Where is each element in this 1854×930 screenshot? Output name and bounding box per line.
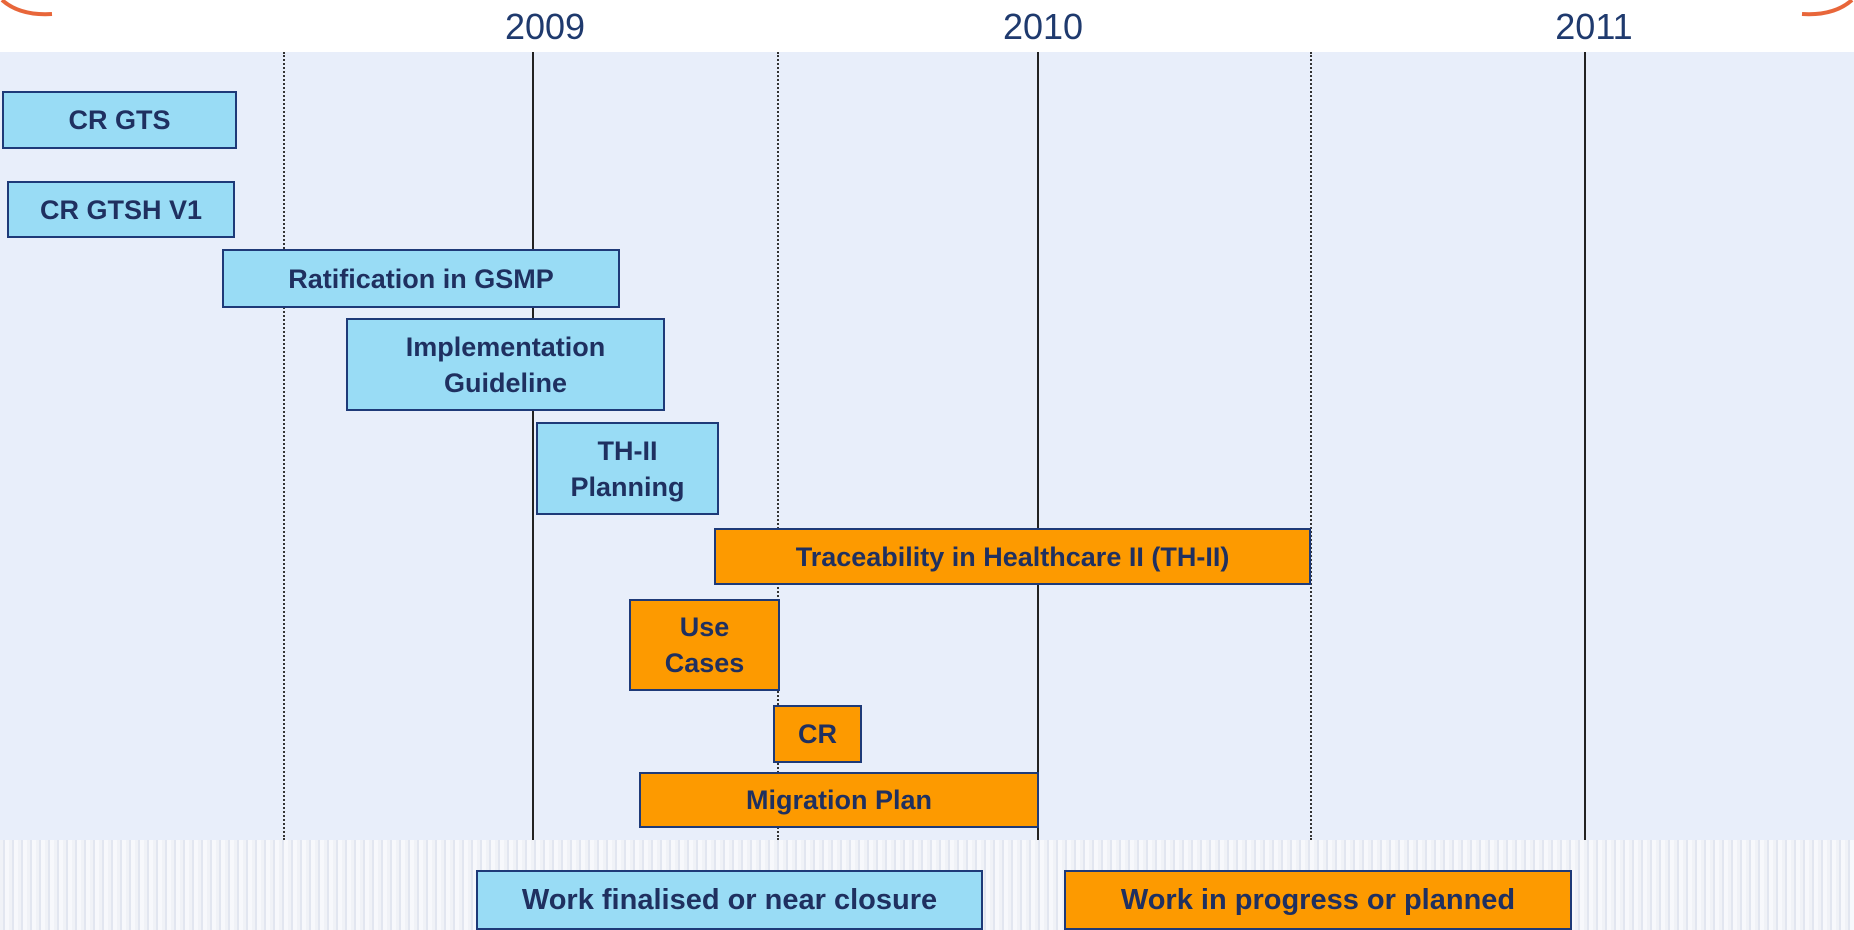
- task-implementation-guideline: Implementation Guideline: [346, 318, 665, 411]
- left-arrow-icon: [0, 0, 53, 17]
- task-cr-gts: CR GTS: [2, 91, 237, 149]
- task-use-cases: Use Cases: [629, 599, 780, 691]
- year-gridline-2011: [1584, 52, 1586, 840]
- task-ratification-in-gsmp: Ratification in GSMP: [222, 249, 620, 308]
- year-gridline-2010: [1037, 52, 1039, 840]
- legend-in-progress: Work in progress or planned: [1064, 870, 1572, 930]
- task-cr-gtsh-v1: CR GTSH V1: [7, 181, 235, 238]
- right-arrow-icon: [1801, 0, 1854, 17]
- half-year-gridline: [283, 52, 285, 840]
- year-label-2011: 2011: [1555, 6, 1633, 47]
- half-year-gridline: [777, 52, 779, 840]
- task-traceability-in-healthcare-ii: Traceability in Healthcare II (TH-II): [714, 528, 1311, 585]
- half-year-gridline: [1310, 52, 1312, 840]
- task-th-ii-planning: TH-II Planning: [536, 422, 719, 515]
- year-gridline-2009: [532, 52, 534, 840]
- legend-finalised: Work finalised or near closure: [476, 870, 983, 930]
- year-label-2009: 2009: [504, 6, 586, 47]
- timeline-background: [0, 52, 1854, 840]
- task-cr: CR: [773, 705, 862, 763]
- year-label-2010: 2010: [1002, 6, 1084, 47]
- task-migration-plan: Migration Plan: [639, 772, 1039, 828]
